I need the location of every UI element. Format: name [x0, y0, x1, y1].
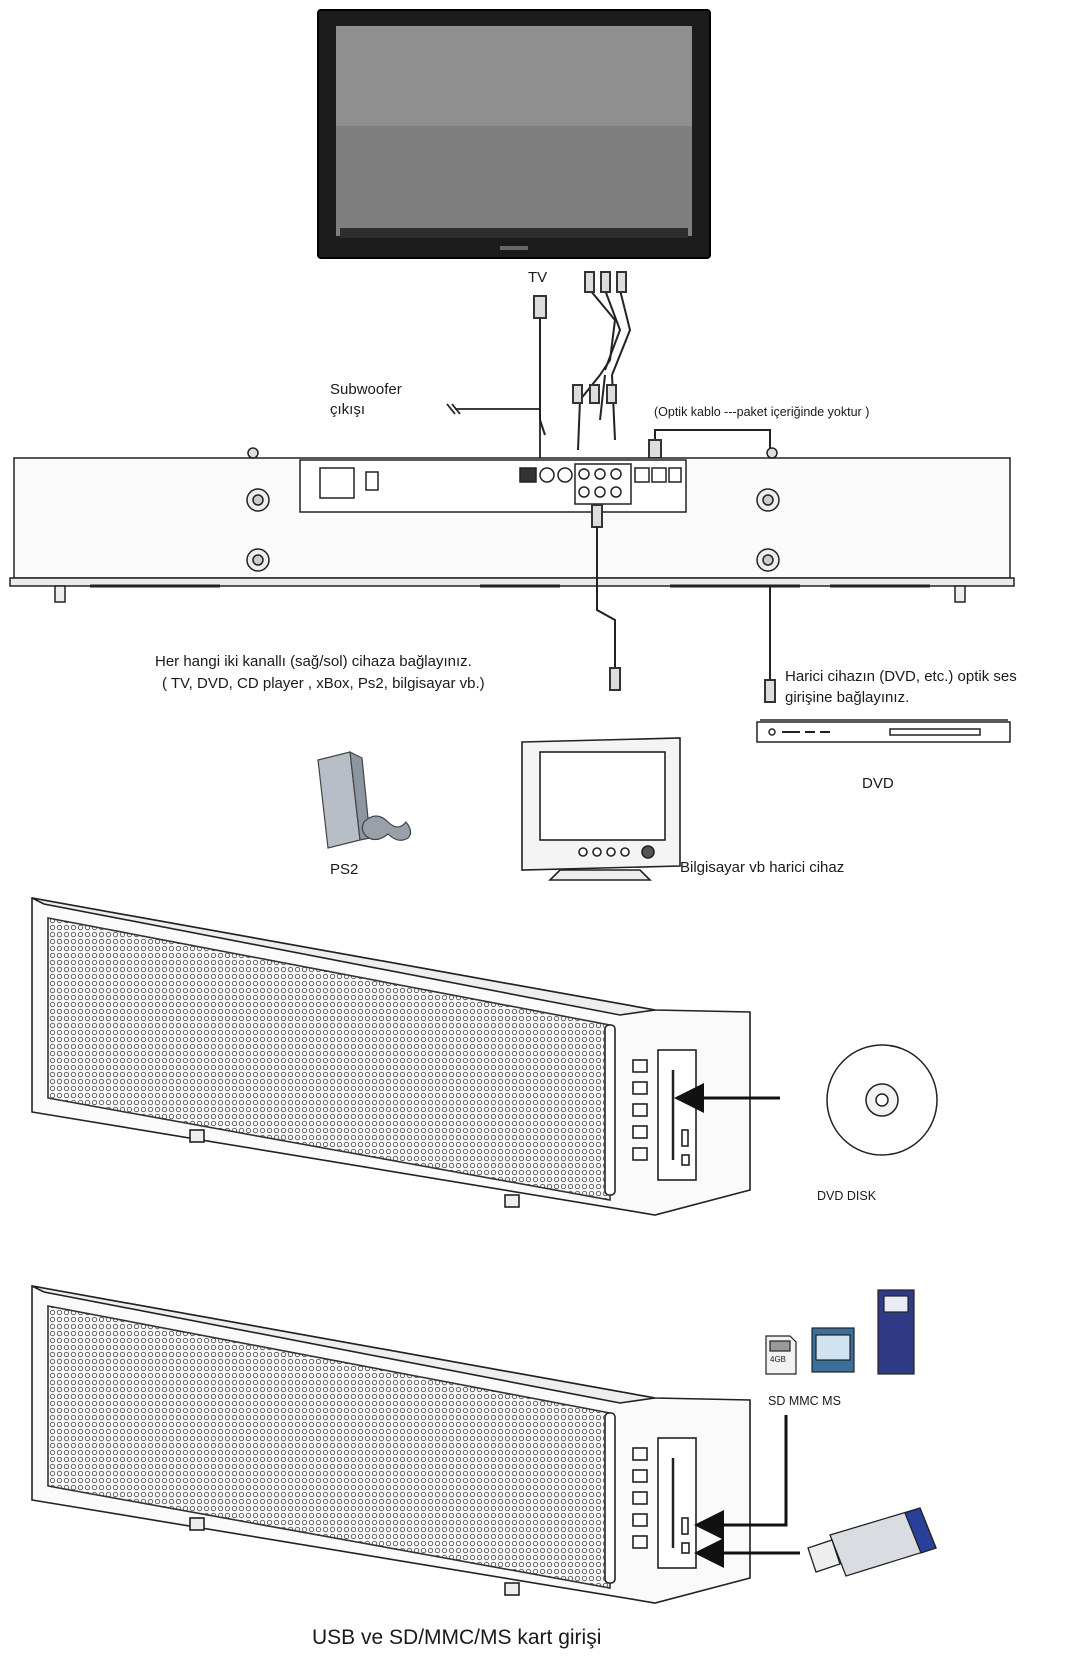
optical-connect-line2: girişine bağlayınız.	[785, 688, 909, 707]
soundbar-front-usb	[32, 1286, 750, 1603]
ms-card-icon	[878, 1290, 914, 1374]
tv-label: TV	[528, 268, 547, 287]
dvd-disc-illustration	[827, 1045, 937, 1155]
analog-connect-line1: Her hangi iki kanallı (sağ/sol) cihaza b…	[155, 652, 472, 671]
usb-drive-icon	[808, 1508, 936, 1576]
dvd-disk-label: DVD DISK	[817, 1187, 876, 1206]
dvd-label: DVD	[862, 774, 894, 793]
soundbar-front-dvd	[32, 898, 780, 1215]
main-unit-rear	[10, 448, 1014, 602]
subwoofer-label-line2: çıkışı	[330, 400, 365, 419]
dvd-player-illustration	[757, 720, 1010, 742]
tv-illustration	[318, 10, 710, 258]
bottom-caption: USB ve SD/MMC/MS kart girişi	[312, 1628, 601, 1647]
optical-connect-line1: Harici cihazın (DVD, etc.) optik ses	[785, 667, 1017, 686]
subwoofer-label-line1: Subwoofer	[330, 380, 402, 399]
tv-cables	[534, 272, 630, 450]
mmc-card-icon	[812, 1328, 854, 1372]
subwoofer-cable	[447, 404, 540, 460]
cards-label: SD MMC MS	[768, 1392, 841, 1411]
ps2-illustration	[318, 752, 411, 848]
analog-connect-line2: ( TV, DVD, CD player , xBox, Ps2, bilgis…	[162, 674, 485, 693]
sd-capacity-text: 4GB	[770, 1355, 786, 1365]
ps2-label: PS2	[330, 860, 358, 879]
monitor-illustration	[522, 738, 680, 880]
computer-label: Bilgisayar vb harici cihaz	[680, 858, 844, 877]
optical-cable-note: (Optik kablo ---paket içeriğinde yoktur …	[654, 403, 869, 422]
